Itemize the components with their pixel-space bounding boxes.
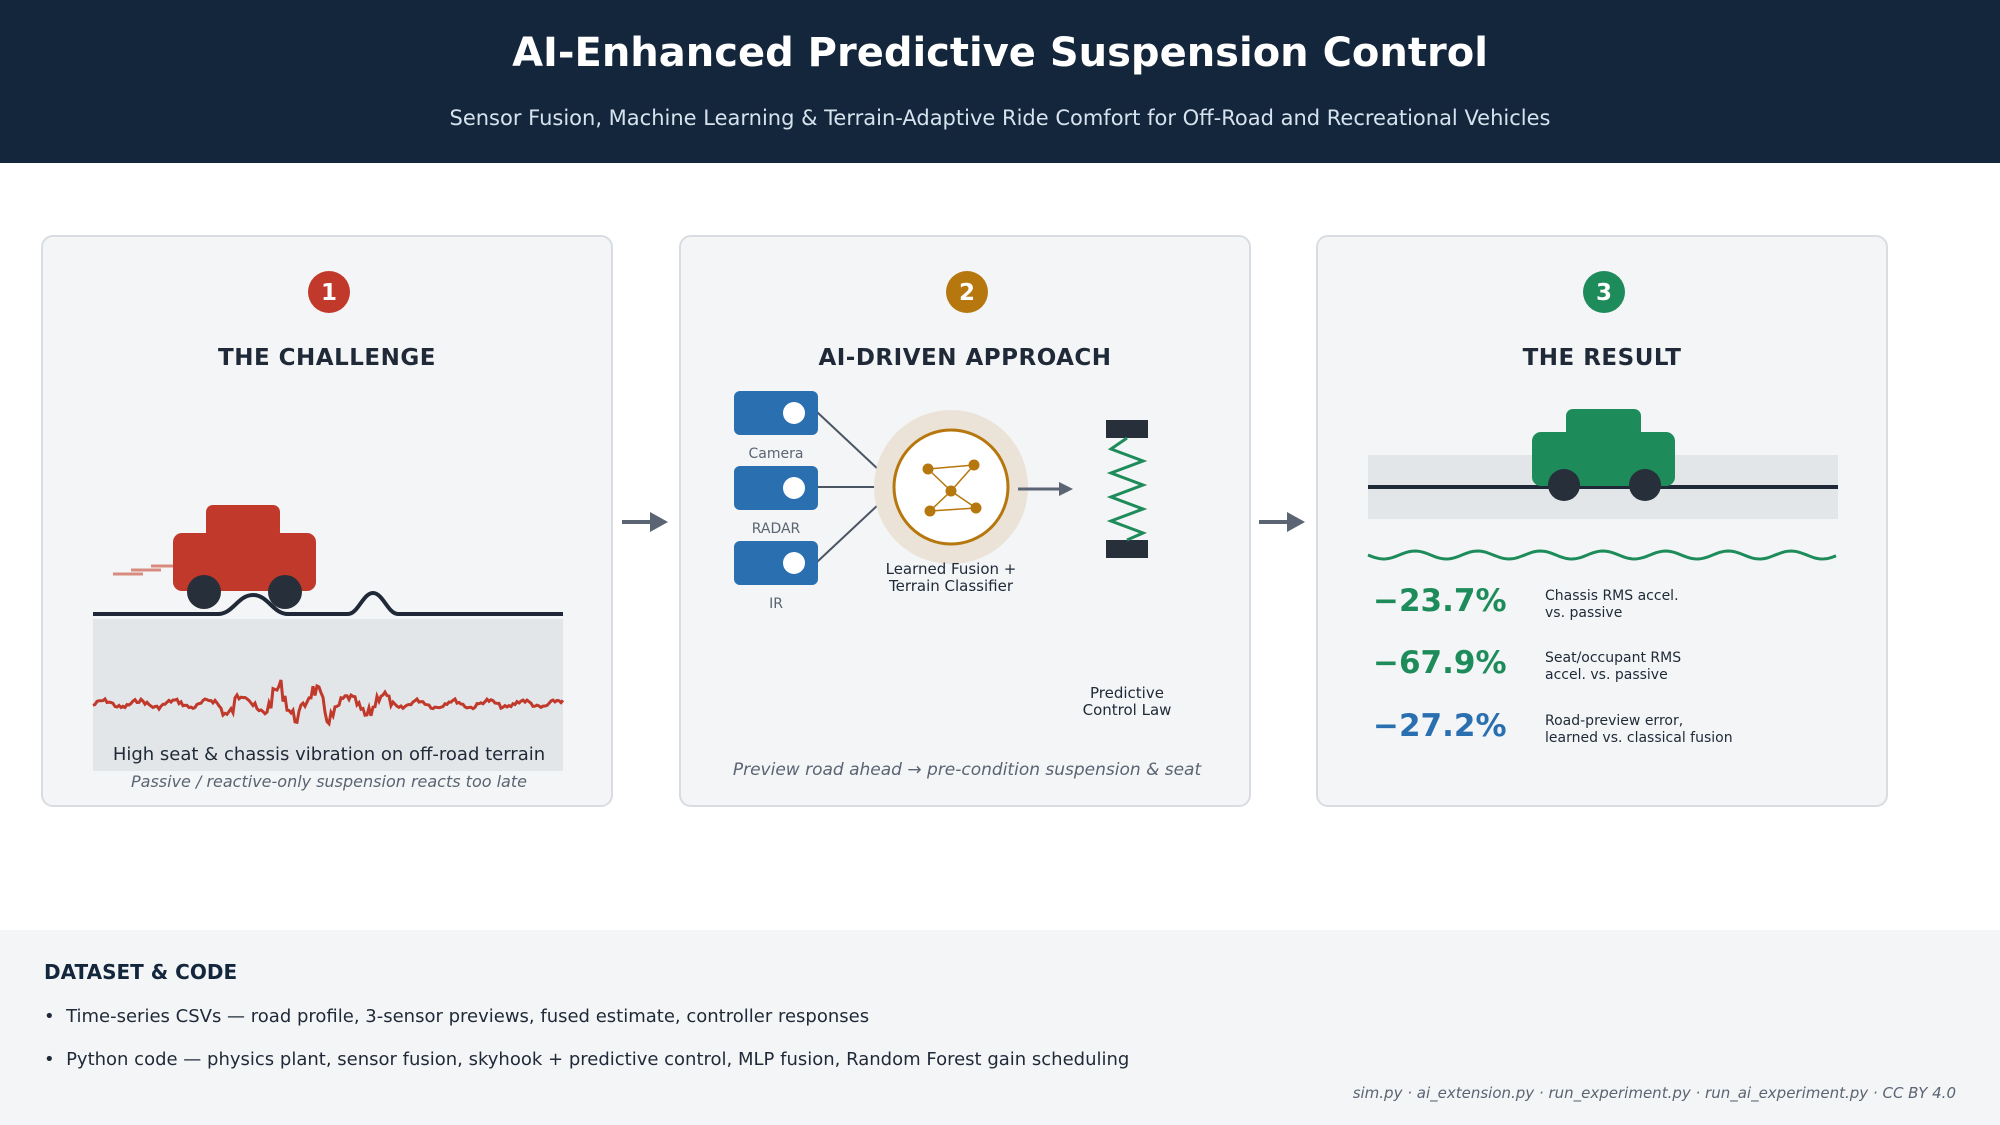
vibration-signal (92, 679, 565, 727)
metric-desc-line: learned vs. classical fusion (1545, 730, 1733, 746)
panel-title-approach: AI-DRIVEN APPROACH (818, 345, 1112, 371)
road-bumps (93, 590, 563, 616)
page-title: AI-Enhanced Predictive Suspension Contro… (512, 30, 1488, 76)
footer-dataset-code: DATASET & CODE • Time-series CSVs — road… (0, 930, 2000, 1125)
challenge-caption: High seat & chassis vibration on off-roa… (112, 744, 546, 765)
panel-title-result: THE RESULT (1522, 345, 1682, 371)
dataset-bullet-text: Python code — physics plant, sensor fusi… (66, 1049, 1130, 1070)
header: AI-Enhanced Predictive Suspension Contro… (0, 0, 2000, 163)
metric-desc-chassis: Chassis RMS accel. vs. passive (1545, 588, 1845, 622)
result-illustration: 3 (1367, 271, 1838, 561)
sensor-label-ir: IR (769, 596, 783, 612)
challenge-subcaption: Passive / reactive-only suspension react… (131, 772, 527, 791)
terrain-ground (93, 619, 563, 771)
control-label-line2: Control Law (1082, 701, 1172, 719)
metric-desc-line: Seat/occupant RMS (1545, 650, 1682, 666)
control-label-line1: Predictive (1090, 684, 1164, 702)
car-icon (1532, 409, 1675, 501)
dataset-bullet: • Time-series CSVs — road profile, 3-sen… (44, 1006, 870, 1027)
step-badge-2 (946, 271, 988, 313)
sensor-label-radar: RADAR (751, 521, 801, 537)
arrow-right-icon (1059, 482, 1073, 496)
wave-icon (1367, 549, 1837, 561)
sensor-icon (734, 391, 818, 435)
fusion-label-line2: Terrain Classifier (888, 577, 1014, 595)
metric-desc-line: Chassis RMS accel. (1545, 588, 1679, 604)
sensor-icon (734, 541, 818, 585)
dataset-bullet-text: Time-series CSVs — road profile, 3-senso… (66, 1006, 870, 1027)
arrow-right-icon (1259, 512, 1305, 532)
approach-subcaption: Preview road ahead → pre-condition suspe… (732, 760, 1202, 780)
metric-value-preview-error: −27.2% (1373, 708, 1507, 744)
arrow-right-icon (622, 512, 668, 532)
metric-desc-seat: Seat/occupant RMS accel. vs. passive (1545, 650, 1845, 684)
car-icon (173, 505, 316, 609)
spring-icon (1106, 420, 1148, 558)
metric-desc-preview-error: Road-preview error, learned vs. classica… (1545, 713, 1845, 747)
metric-desc-line: vs. passive (1545, 605, 1623, 621)
step-badge-3 (1583, 271, 1625, 313)
dataset-title: DATASET & CODE (44, 960, 238, 984)
step-number-2: 2 (959, 280, 975, 306)
metric-value-seat: −67.9% (1373, 645, 1507, 681)
metric-desc-line: Road-preview error, (1545, 713, 1684, 729)
metric-desc-line: accel. vs. passive (1545, 667, 1668, 683)
metric-value-chassis: −23.7% (1373, 583, 1507, 619)
neural-network-icon (874, 410, 1028, 564)
page-subtitle: Sensor Fusion, Machine Learning & Terrai… (449, 106, 1551, 130)
sensor-icon (734, 466, 818, 510)
sensor-label-camera: Camera (748, 446, 804, 462)
fusion-label-line1: Learned Fusion + (885, 560, 1017, 578)
panel-approach: 2 (679, 235, 1251, 807)
step-number-3: 3 (1596, 280, 1612, 306)
challenge-illustration: 1 (92, 271, 565, 771)
step-badge-1 (308, 271, 350, 313)
panel-result: 3 THE RESULT −23.7% Chassis RMS accel. v… (1316, 235, 1888, 807)
panel-challenge: 1 THE CHALLENGE High seat & chassis vibr… (41, 235, 613, 807)
panel-title-challenge: THE CHALLENGE (218, 345, 436, 371)
dataset-bullet: • Python code — physics plant, sensor fu… (44, 1049, 1130, 1070)
code-files-license: sim.py · ai_extension.py · run_experimen… (1352, 1084, 1956, 1102)
step-number-1: 1 (321, 280, 337, 306)
approach-illustration: 2 (734, 271, 1148, 585)
